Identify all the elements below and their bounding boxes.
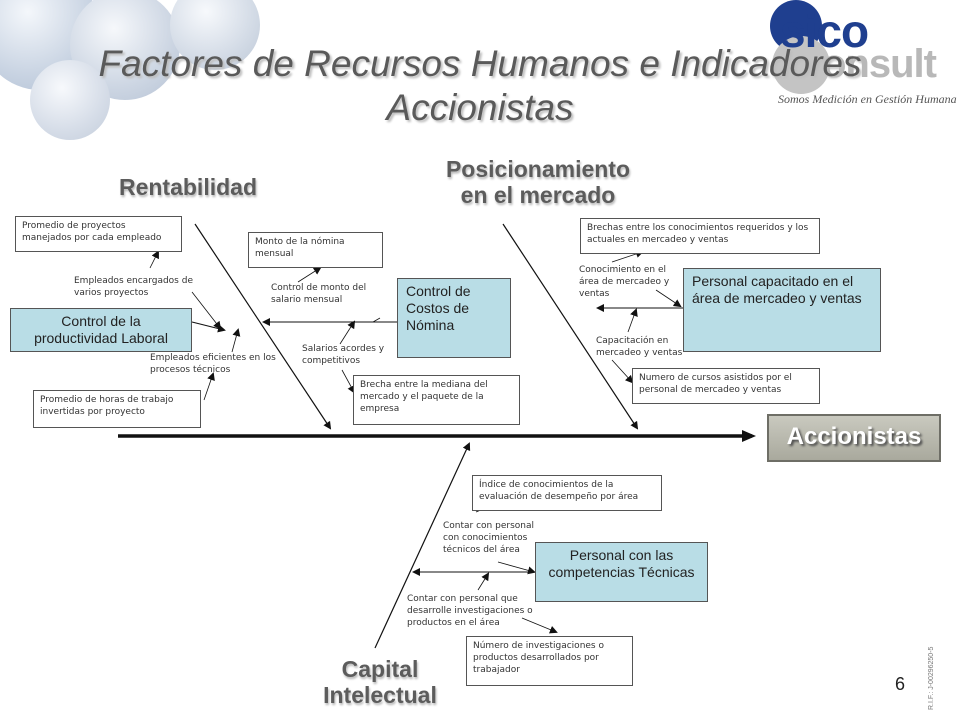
indicator-cursos: Numero de cursos asistidos por el person…: [632, 368, 820, 404]
arrow-control-monto: [297, 266, 322, 283]
arrow-promedio-proyectos: [149, 250, 159, 269]
logo-text-secondary: onsult: [822, 42, 937, 86]
arrow-salarios: [339, 320, 356, 345]
arrow-brecha-mediana: [341, 369, 355, 394]
bone-capital: [374, 442, 471, 649]
label-conocimiento-area: Conocimiento en el área de mercadeo y ve…: [579, 265, 670, 299]
logo-tagline: Somos Medición en Gestión Humana: [778, 92, 957, 106]
arrow-capacitacion: [627, 308, 638, 333]
page-number: 6: [894, 674, 905, 694]
category-posicionamiento-line2: en el mercado: [460, 182, 616, 208]
arrow-empleados-varios: [191, 291, 222, 330]
label-control-monto: Control de monto del salario mensual: [271, 283, 367, 305]
rif-note: R.I.F.: J-00296250-5: [928, 646, 935, 710]
category-rentabilidad: Rentabilidad: [118, 174, 257, 200]
logo-text-primary: sico: [780, 5, 869, 57]
page-title-line2: Accionistas: [386, 87, 574, 128]
branch-productividad: [191, 321, 226, 333]
effect-box-accionistas: Accionistas: [767, 414, 941, 462]
bone-rentabilidad: [194, 223, 332, 430]
label-empleados-eficientes: Empleados eficientes en los procesos téc…: [150, 353, 276, 375]
arrow-investigaciones: [521, 617, 558, 634]
control-box-mercadeo: Personal capacitado en el área de mercad…: [683, 268, 881, 352]
arrow-conoc-area: [655, 289, 682, 308]
decorative-bubble: [170, 0, 260, 70]
page-title-line1: Factores de Recursos Humanos e Indicador…: [98, 43, 862, 84]
logo-circle-gray: [772, 36, 830, 94]
label-salarios: Salarios acordes y competitivos: [302, 344, 385, 366]
category-posicionamiento: Posicionamiento en el mercado: [415, 156, 661, 208]
control-box-tecnicas: Personal con las competencias Técnicas: [535, 542, 708, 602]
category-capital: Capital Intelectual: [290, 656, 470, 708]
arrow-cursos: [611, 359, 634, 384]
label-contar-investigaciones: Contar con personal que desarrolle inves…: [407, 594, 533, 628]
label-capacitacion: Capacitación en mercadeo y ventas: [596, 336, 683, 358]
indicator-nomina: Monto de la nómina mensual: [248, 232, 383, 268]
arrow-promedio-horas: [203, 372, 215, 401]
category-posicionamiento-line1: Posicionamiento: [445, 156, 631, 182]
indicator-proyectos: Promedio de proyectos manejados por cada…: [15, 216, 182, 252]
indicator-horas: Promedio de horas de trabajo invertidas …: [33, 390, 201, 428]
indicator-investigaciones: Número de investigaciones o productos de…: [466, 636, 633, 686]
indicator-brecha-mediana: Brecha entre la mediana del mercado y el…: [353, 375, 520, 425]
control-box-productividad: Control de la productividad Laboral: [10, 308, 192, 352]
category-capital-line1: Capital: [341, 656, 419, 682]
bone-posicionamiento: [502, 223, 639, 430]
category-capital-line2: Intelectual: [323, 682, 437, 708]
page-title: Factores de Recursos Humanos e Indicador…: [40, 42, 920, 130]
label-contar-conocimientos: Contar con personal con conocimientos té…: [443, 521, 534, 555]
indicator-indice: Índice de conocimientos de la evaluación…: [472, 475, 662, 511]
arrow-costos-up: [372, 317, 381, 323]
arrow-contar-invest: [477, 572, 490, 591]
arrow-contar-conoc: [497, 561, 536, 575]
control-box-costos: Control de Costos de Nómina: [397, 278, 511, 358]
indicator-brechas-conocimientos: Brechas entre los conocimientos requerid…: [580, 218, 820, 254]
arrow-empleados-eficientes: [231, 328, 241, 353]
label-empleados-varios: Empleados encargados de varios proyectos: [74, 276, 193, 298]
decorative-bubble: [30, 60, 110, 140]
